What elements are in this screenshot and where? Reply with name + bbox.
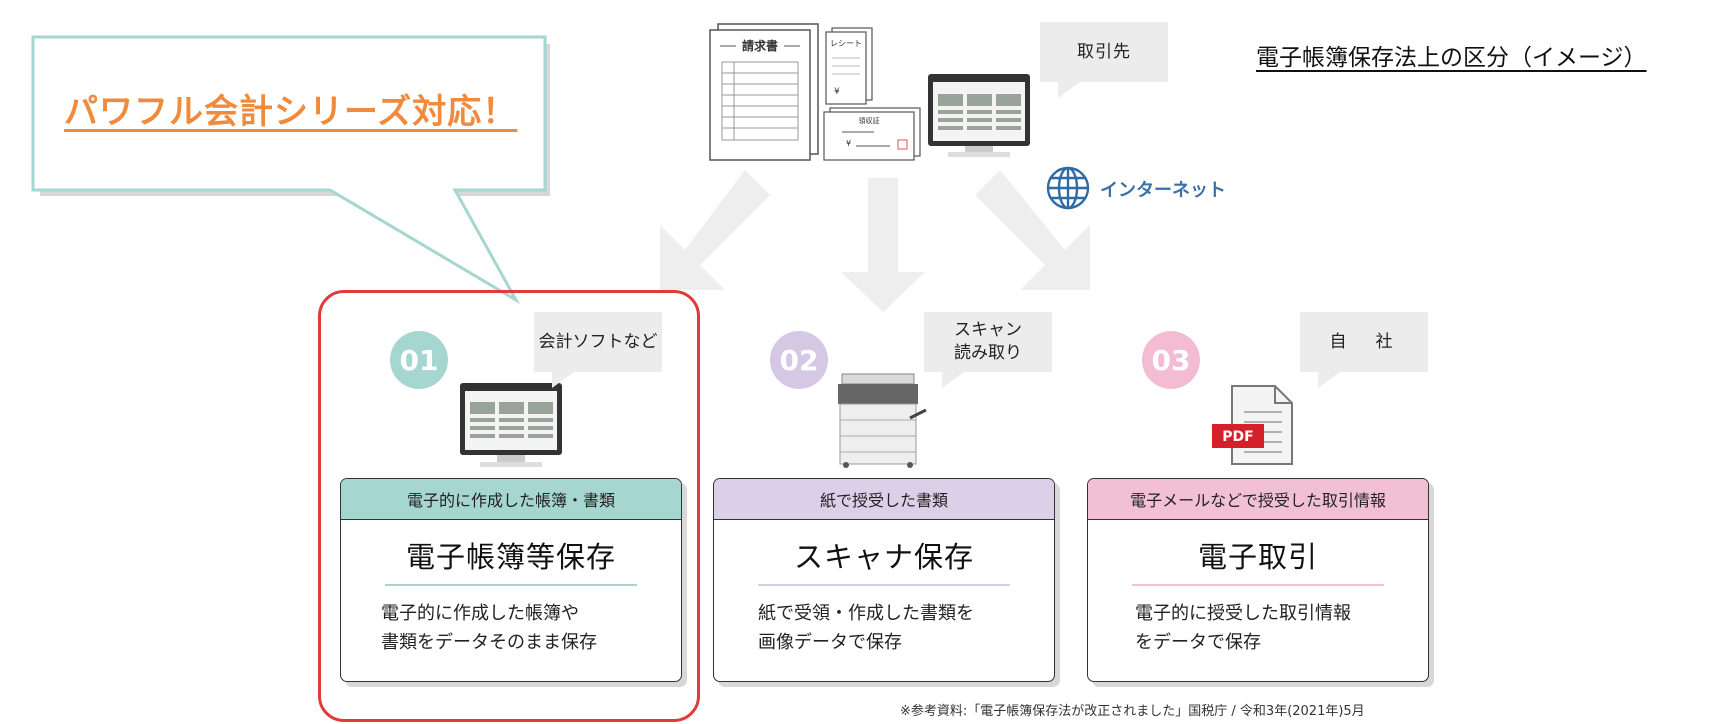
pdf-label: PDF	[1222, 429, 1253, 445]
receipt-document-icon: レシート ¥	[825, 27, 873, 105]
callout-box	[31, 35, 550, 305]
card-header: 電子メールなどで授受した取引情報	[1088, 479, 1428, 520]
receipt-label: レシート	[830, 39, 862, 48]
receipt-yen: ¥	[834, 87, 840, 97]
arrow-right-icon	[975, 170, 1090, 290]
globe-icon	[1046, 166, 1090, 210]
scanner-copier-icon	[838, 373, 927, 468]
invoice-document-icon: 請求書	[709, 23, 819, 161]
scan-bubble: スキャン 読み取り	[924, 312, 1052, 388]
internet-label: インターネット	[1100, 180, 1226, 201]
page-title: 電子帳簿保存法上の区分（イメージ）	[1256, 45, 1647, 71]
card-header: 紙で授受した書類	[714, 479, 1054, 520]
arrow-down-icon	[841, 178, 925, 312]
pdf-document-icon: PDF	[1212, 385, 1293, 465]
category-number-03: 03	[1142, 331, 1200, 389]
payment-receipt-yen: ¥	[846, 139, 851, 148]
category-card-electronic-transactions: 電子メールなどで授受した取引情報 電子取引 電子的に授受した取引情報 をデータで…	[1087, 478, 1429, 682]
card-description: 電子的に作成した帳簿や 書類をデータそのまま保存	[381, 603, 597, 653]
highlight-frame	[318, 290, 700, 722]
payment-receipt-label: 領収証	[859, 116, 880, 125]
card-description: 電子的に授受した取引情報 をデータで保存	[1135, 603, 1351, 653]
partner-bubble: 取引先	[1040, 22, 1168, 98]
software-bubble: 会計ソフトなど	[534, 312, 662, 388]
category-number-02: 02	[770, 331, 828, 389]
category-number-01: 01	[390, 331, 448, 389]
partner-monitor-icon	[928, 74, 1030, 157]
invoice-label: 請求書	[742, 38, 778, 53]
card-header: 電子的に作成した帳簿・書類	[341, 479, 681, 520]
card-description: 紙で受領・作成した書類を 画像データで保存	[758, 603, 974, 653]
payment-receipt-icon: 領収証 ¥	[823, 107, 921, 161]
card-title: 電子取引	[1132, 534, 1384, 586]
card-title: スキャナ保存	[758, 534, 1010, 586]
category-card-scanner-storage: 紙で授受した書類 スキャナ保存 紙で受領・作成した書類を 画像データで保存	[713, 478, 1055, 682]
callout-text: パワフル会計シリーズ対応！	[64, 92, 518, 132]
arrow-left-icon	[660, 170, 770, 290]
card-title: 電子帳簿等保存	[385, 534, 637, 586]
source-note: ※参考資料:「電子帳簿保存法が改正されました」国税庁 / 令和3年(2021年)…	[900, 704, 1365, 719]
self-company-bubble: 自 社	[1300, 312, 1428, 388]
category-card-electronic-books: 電子的に作成した帳簿・書類 電子帳簿等保存 電子的に作成した帳簿や 書類をデータ…	[340, 478, 682, 682]
